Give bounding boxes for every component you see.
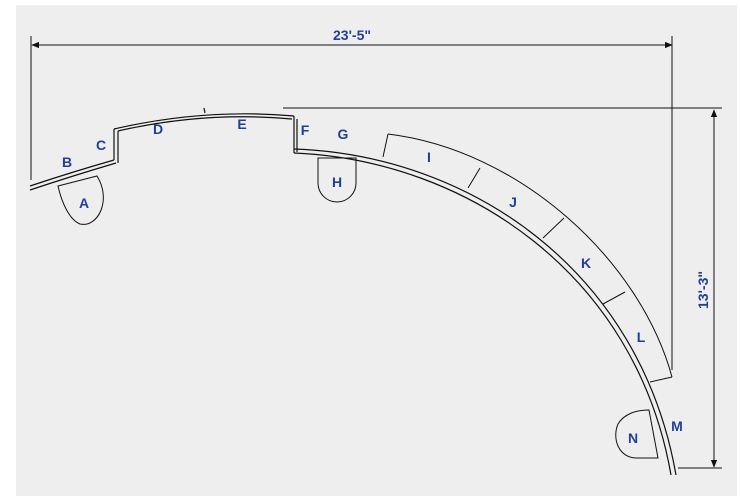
counter-divider-2	[542, 217, 565, 239]
height-dimension	[283, 107, 722, 469]
label-b: B	[62, 154, 72, 170]
wall-segment-f	[293, 116, 298, 152]
label-f: F	[301, 122, 310, 138]
wall-segment-d-e	[113, 113, 295, 130]
label-i: I	[427, 149, 431, 165]
label-a: A	[79, 195, 89, 211]
wall-segment-b	[29, 159, 115, 187]
counter-band	[382, 133, 673, 383]
booth-h	[317, 157, 357, 203]
label-n: N	[628, 430, 638, 446]
label-e: E	[237, 116, 246, 132]
width-dimension	[30, 36, 673, 370]
label-g: G	[338, 126, 349, 142]
counter-end-right	[649, 376, 673, 383]
counter-outer-edge	[387, 133, 673, 378]
counter-divider-1	[467, 167, 481, 189]
label-l: L	[637, 329, 646, 345]
label-m: M	[671, 418, 683, 434]
label-j: J	[509, 194, 517, 210]
label-h: H	[332, 174, 342, 190]
booth-n	[615, 409, 659, 459]
drawing-background	[16, 5, 737, 496]
width-dimension-text: 23'-5"	[333, 27, 371, 43]
main-curved-wall	[293, 148, 677, 476]
left-wall	[29, 107, 295, 191]
wall-segment-g-m	[293, 148, 677, 476]
label-c: C	[96, 137, 106, 153]
label-d: D	[153, 121, 163, 137]
counter-end-left	[382, 133, 389, 158]
height-dimension-text: 13'-3"	[695, 271, 711, 309]
label-k: K	[581, 255, 591, 271]
counter-divider-3	[602, 291, 626, 305]
booth-a	[57, 175, 104, 225]
